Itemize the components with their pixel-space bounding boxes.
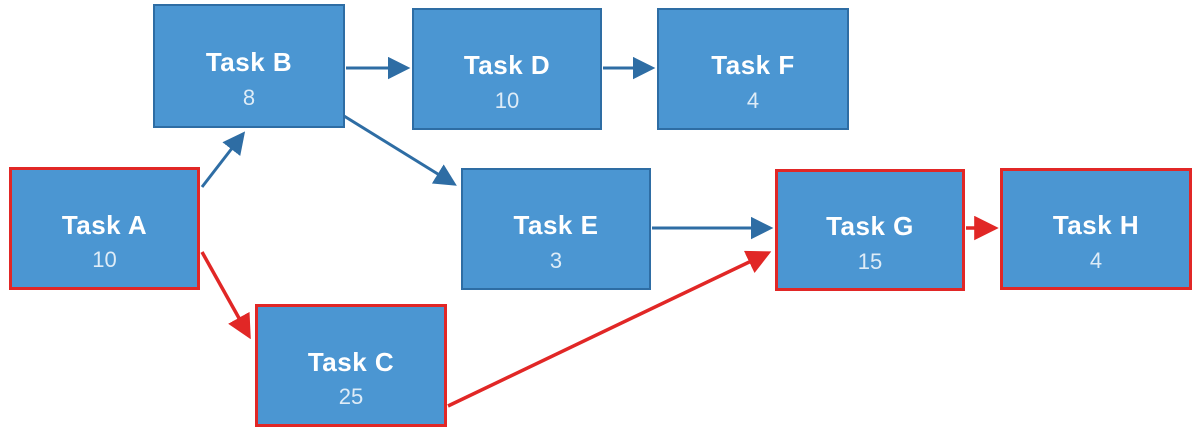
- task-duration: 8: [242, 84, 256, 110]
- dependency-arrow-A-to-C: [200, 251, 251, 340]
- task-node-content: Task F 4: [711, 51, 794, 113]
- task-duration: 10: [92, 247, 117, 273]
- task-node-content: Task C 25: [308, 348, 394, 410]
- task-node-B[interactable]: Task B 8: [153, 4, 345, 128]
- task-duration: 25: [338, 384, 364, 410]
- task-duration: 4: [1089, 247, 1103, 273]
- task-label: Task G: [826, 211, 914, 242]
- task-node-E[interactable]: Task E 3: [461, 168, 651, 290]
- task-label: Task F: [711, 50, 795, 81]
- task-node-C[interactable]: Task C 25: [255, 304, 447, 427]
- task-node-content: Task B 8: [206, 48, 292, 110]
- task-duration: 3: [549, 247, 563, 273]
- task-label: Task A: [61, 209, 148, 240]
- task-duration: 10: [494, 87, 520, 113]
- task-node-content: Task H 4: [1053, 211, 1139, 273]
- dependency-arrow-C-to-G: [447, 250, 772, 408]
- task-node-F[interactable]: Task F 4: [657, 8, 849, 130]
- task-label: Task H: [1052, 210, 1140, 241]
- dependency-arrow-B-to-E: [343, 114, 457, 186]
- task-label: Task E: [513, 210, 599, 241]
- task-label: Task D: [463, 50, 551, 81]
- task-label: Task C: [307, 346, 395, 377]
- task-node-G[interactable]: Task G 15: [775, 169, 965, 291]
- task-node-A[interactable]: Task A 10: [9, 167, 200, 290]
- task-node-content: Task D 10: [464, 51, 550, 113]
- task-node-content: Task E 3: [514, 211, 599, 273]
- task-node-content: Task A 10: [62, 211, 147, 273]
- task-duration: 4: [746, 87, 760, 113]
- task-node-content: Task G 15: [826, 212, 914, 274]
- dependency-arrow-A-to-B: [200, 131, 246, 188]
- task-duration: 15: [857, 248, 883, 274]
- task-node-D[interactable]: Task D 10: [412, 8, 602, 130]
- dependency-arrows: [200, 56, 999, 408]
- task-node-H[interactable]: Task H 4: [1000, 168, 1192, 290]
- task-label: Task B: [205, 47, 293, 78]
